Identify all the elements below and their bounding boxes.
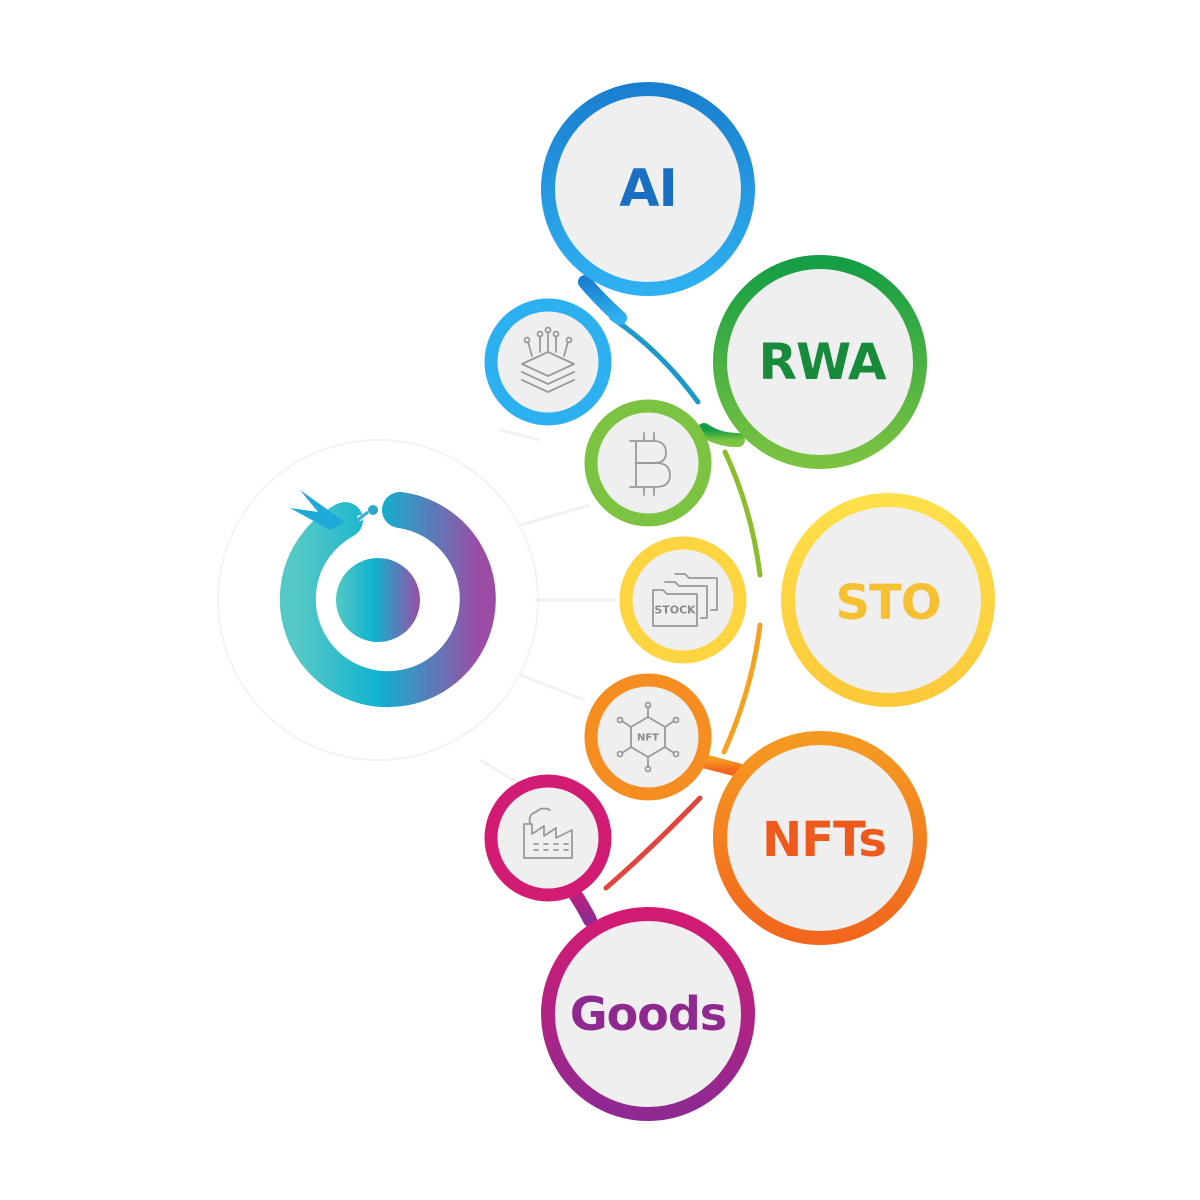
- node-sto-label: STO: [835, 575, 940, 631]
- brand-logo: [279, 490, 496, 708]
- brand-logo-ring: [279, 492, 496, 708]
- nft-chip-icon: NFT: [616, 701, 680, 773]
- node-ai-ring: [541, 82, 755, 296]
- node-sto[interactable]: STO: [781, 493, 995, 707]
- stock-folder-icon: STOCK: [652, 573, 718, 627]
- nft-icon-text: NFT: [637, 733, 659, 744]
- spine-connectors: [603, 315, 763, 891]
- node-ai-label: AI: [619, 159, 677, 219]
- node-rwa-ring: [713, 255, 927, 469]
- node-sto-badge[interactable]: STOCK: [619, 536, 747, 664]
- node-ai[interactable]: AI: [541, 82, 755, 296]
- circuit-layers-icon: [521, 326, 575, 393]
- bitcoin-icon: [629, 432, 671, 496]
- node-ai-badge[interactable]: [484, 298, 612, 426]
- node-rwa-badge[interactable]: [584, 399, 712, 527]
- node-goods[interactable]: Goods: [541, 907, 755, 1121]
- node-sto-ring: [781, 493, 995, 707]
- node-rwa-label: RWA: [758, 333, 886, 391]
- node-goods-badge[interactable]: [484, 774, 612, 902]
- node-rwa[interactable]: RWA: [713, 255, 927, 469]
- node-goods-ring: [541, 907, 755, 1121]
- node-nfts[interactable]: NFTs: [713, 731, 927, 945]
- brand-logo-core: [336, 558, 420, 642]
- brand-logo-dot: [368, 505, 378, 515]
- node-nfts-badge[interactable]: NFT: [584, 673, 712, 801]
- node-nfts-label: NFTs: [762, 812, 886, 868]
- brand-logo-beak: [290, 490, 345, 530]
- stock-icon-text: STOCK: [654, 604, 696, 617]
- factory-icon: [523, 807, 573, 859]
- node-goods-label: Goods: [570, 987, 726, 1041]
- node-nfts-ring: [713, 731, 927, 945]
